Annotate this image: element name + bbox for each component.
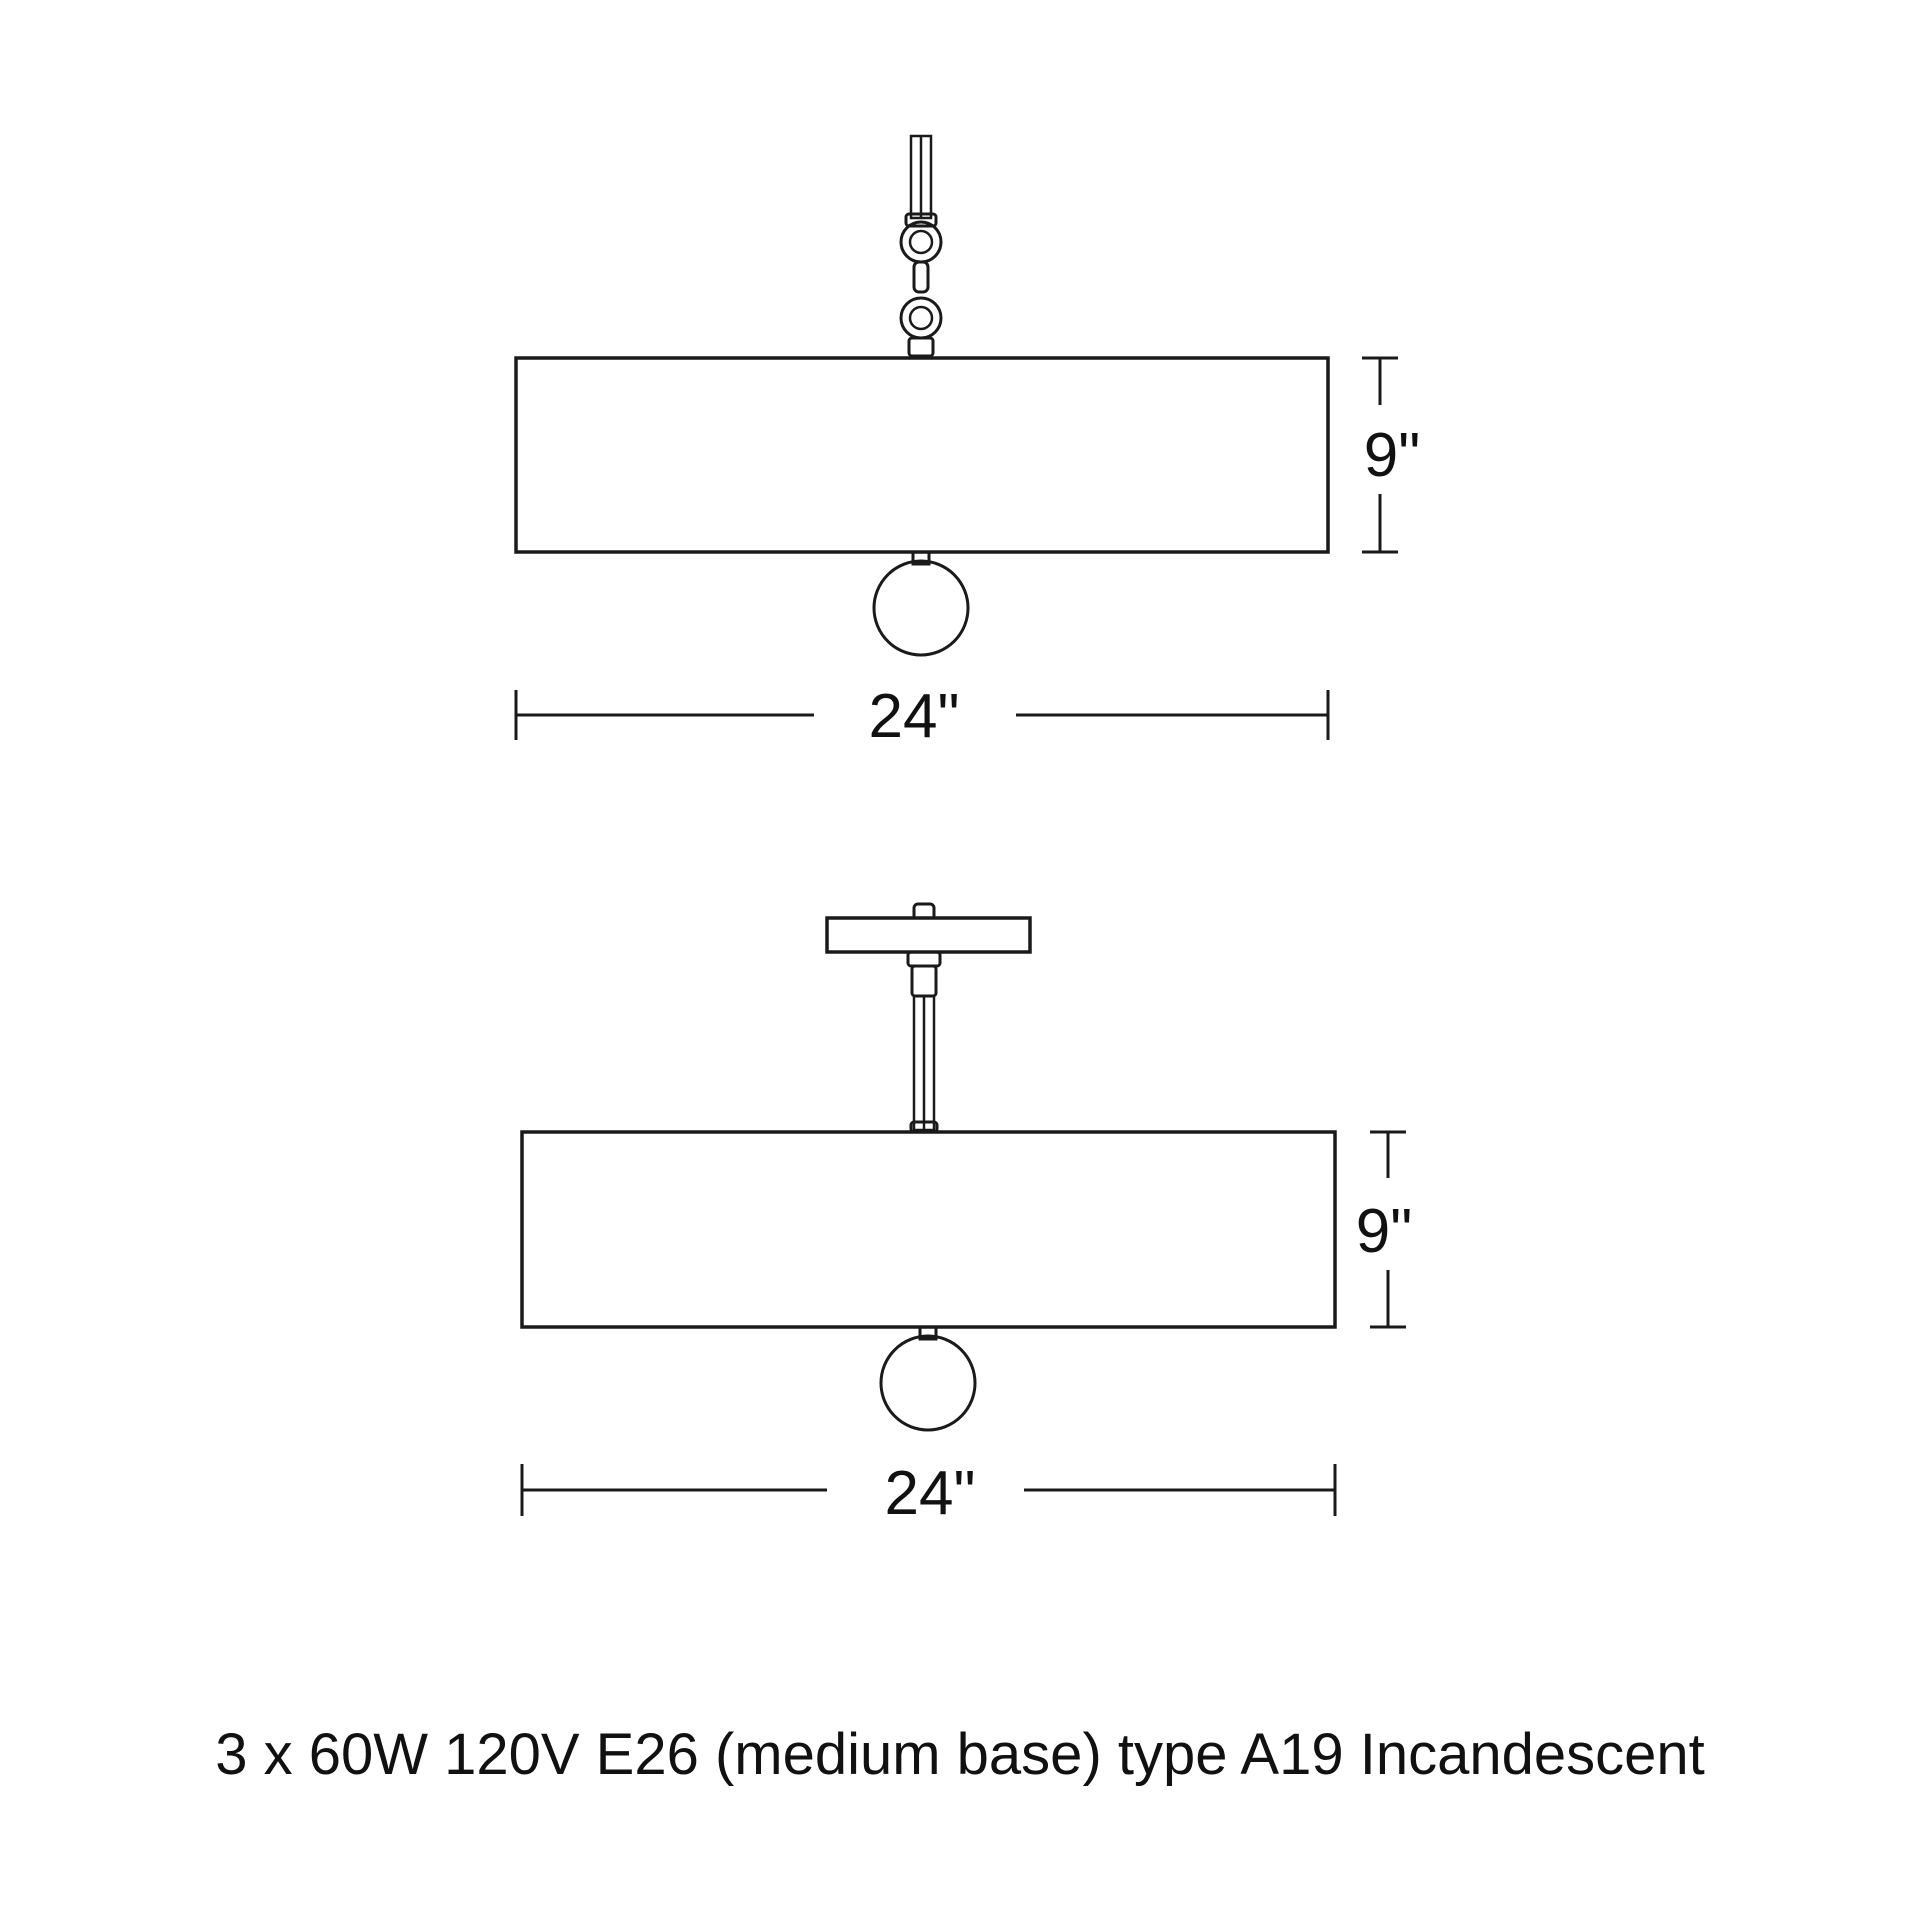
drum-shade <box>514 356 1330 554</box>
finial-globe <box>879 1325 977 1432</box>
width-label: 24" <box>869 682 960 751</box>
height-label: 9" <box>1356 1197 1413 1266</box>
chain-link-upper <box>899 212 943 294</box>
height-dimension: 9" <box>1362 356 1421 554</box>
height-dimension: 9" <box>1356 1130 1413 1329</box>
stem-rod <box>909 964 939 1134</box>
chain-rod <box>909 134 933 220</box>
height-label: 9" <box>1364 421 1421 490</box>
finial-globe <box>872 550 970 657</box>
drum-shade <box>520 1130 1337 1329</box>
ceiling-canopy <box>825 902 1032 968</box>
chain-link-lower <box>899 296 943 358</box>
width-dimension: 24" <box>520 1459 1337 1528</box>
width-dimension: 24" <box>514 682 1330 751</box>
width-label: 24" <box>885 1459 976 1528</box>
bulb-specification: 3 x 60W 120V E26 (medium base) type A19 … <box>215 1722 1705 1787</box>
stem-pendant-view: 9" 24" <box>520 902 1413 1528</box>
chain-pendant-view: 9" 24" <box>514 134 1421 751</box>
